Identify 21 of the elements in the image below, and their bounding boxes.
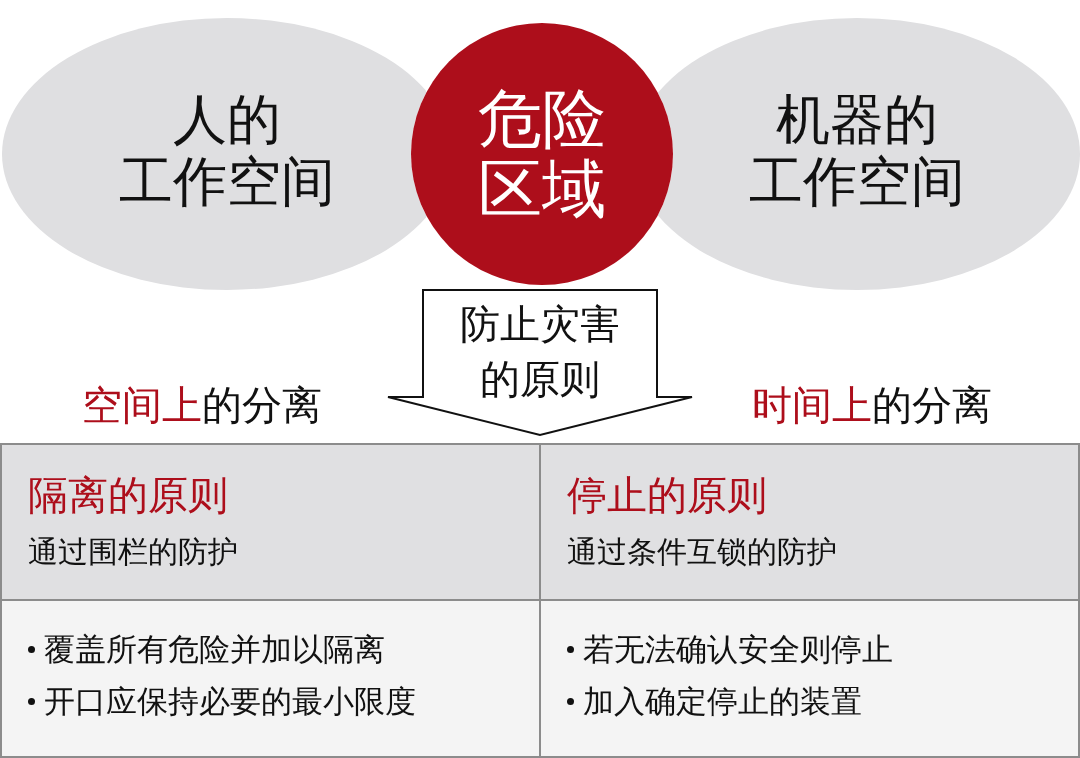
table-header-cell — [539, 443, 1080, 601]
table-cell — [0, 599, 541, 758]
table-cell — [539, 599, 1080, 758]
cell-subtitle: 通过围栏的防护 — [28, 533, 238, 571]
bullet-text: 覆盖所有危险并加以隔离 — [44, 630, 385, 669]
separation-heading: 空间上的分离 — [82, 381, 322, 430]
cell-heading: 隔离的原则 — [28, 471, 228, 520]
ellipse-label: 工作空间 — [119, 151, 335, 213]
bullet-text: 开口应保持必要的最小限度 — [44, 682, 416, 721]
arrow-label: 防止灾害的原则 — [459, 300, 621, 404]
block-arrow — [386, 289, 694, 437]
circle-label: 危险区域 — [477, 84, 607, 224]
ellipse-label: 工作空间 — [749, 151, 965, 213]
bullet-text: 若无法确认安全则停止 — [583, 630, 893, 669]
ellipse-label: 人的 — [173, 89, 281, 151]
bullet-text: 加入确定停止的装置 — [583, 682, 862, 721]
cell-subtitle: 通过条件互锁的防护 — [567, 533, 837, 571]
separation-heading: 时间上的分离 — [752, 381, 992, 430]
cell-heading: 停止的原则 — [567, 471, 767, 520]
ellipse-label: 机器的 — [776, 89, 938, 151]
table-header-cell — [0, 443, 541, 601]
